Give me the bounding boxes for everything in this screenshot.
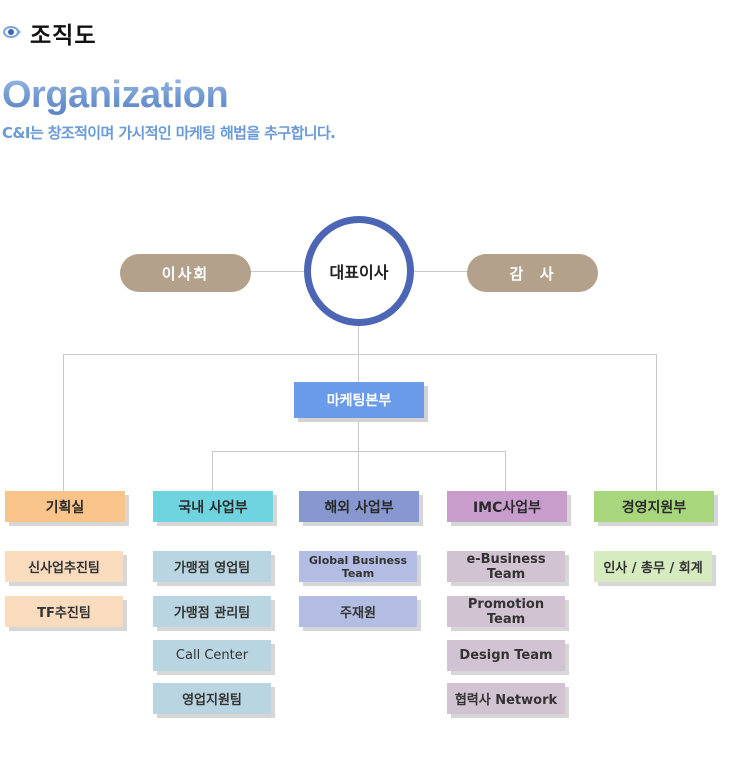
dept-domestic: 국내 사업부 <box>153 491 273 522</box>
team-new-business: 신사업추진팀 <box>5 551 123 582</box>
connector-imc <box>505 451 506 491</box>
subtitle: C&I는 창조적이며 가시적인 마케팅 해법을 추구합니다. <box>2 124 336 142</box>
team-expatriate: 주재원 <box>299 596 417 627</box>
team-promotion: Promotion Team <box>447 596 565 627</box>
team-tf: TF추진팀 <box>5 596 123 627</box>
english-title: Organization <box>2 74 229 116</box>
page-title: 조직도 <box>30 23 97 49</box>
ceo-node: 대표이사 <box>304 216 414 326</box>
bullet-eye-icon <box>3 24 21 40</box>
connector-planning <box>63 354 64 491</box>
dept-planning: 기획실 <box>5 491 125 522</box>
connector-marketing-horizontal <box>212 451 506 452</box>
auditor-node: 감 사 <box>467 254 598 292</box>
connector-ceo-down <box>358 322 359 382</box>
ceo-label: 대표이사 <box>329 263 389 282</box>
team-franchise-management: 가맹점 관리팀 <box>153 596 271 627</box>
team-design: Design Team <box>447 640 565 671</box>
connector-management-support <box>656 354 657 491</box>
connector-ceo-auditor <box>408 271 470 272</box>
connector-top-horizontal <box>63 354 657 355</box>
board-node: 이사회 <box>120 254 251 292</box>
marketing-hq-node: 마케팅본부 <box>294 382 424 418</box>
connector-marketing-down <box>358 418 359 491</box>
dept-overseas: 해외 사업부 <box>299 491 419 522</box>
team-call-center: Call Center <box>153 640 271 671</box>
team-partner-network: 협력사 Network <box>447 683 565 714</box>
team-hr-admin-accounting: 인사 / 총무 / 회계 <box>594 551 712 582</box>
team-e-business: e-Business Team <box>447 551 565 582</box>
team-global-business: Global Business Team <box>299 551 417 582</box>
connector-board-ceo <box>250 271 310 272</box>
team-sales-support: 영업지원팀 <box>153 683 271 714</box>
connector-domestic <box>212 451 213 491</box>
team-franchise-sales: 가맹점 영업팀 <box>153 551 271 582</box>
dept-management-support: 경영지원부 <box>594 491 714 522</box>
dept-imc: IMC사업부 <box>447 491 567 522</box>
